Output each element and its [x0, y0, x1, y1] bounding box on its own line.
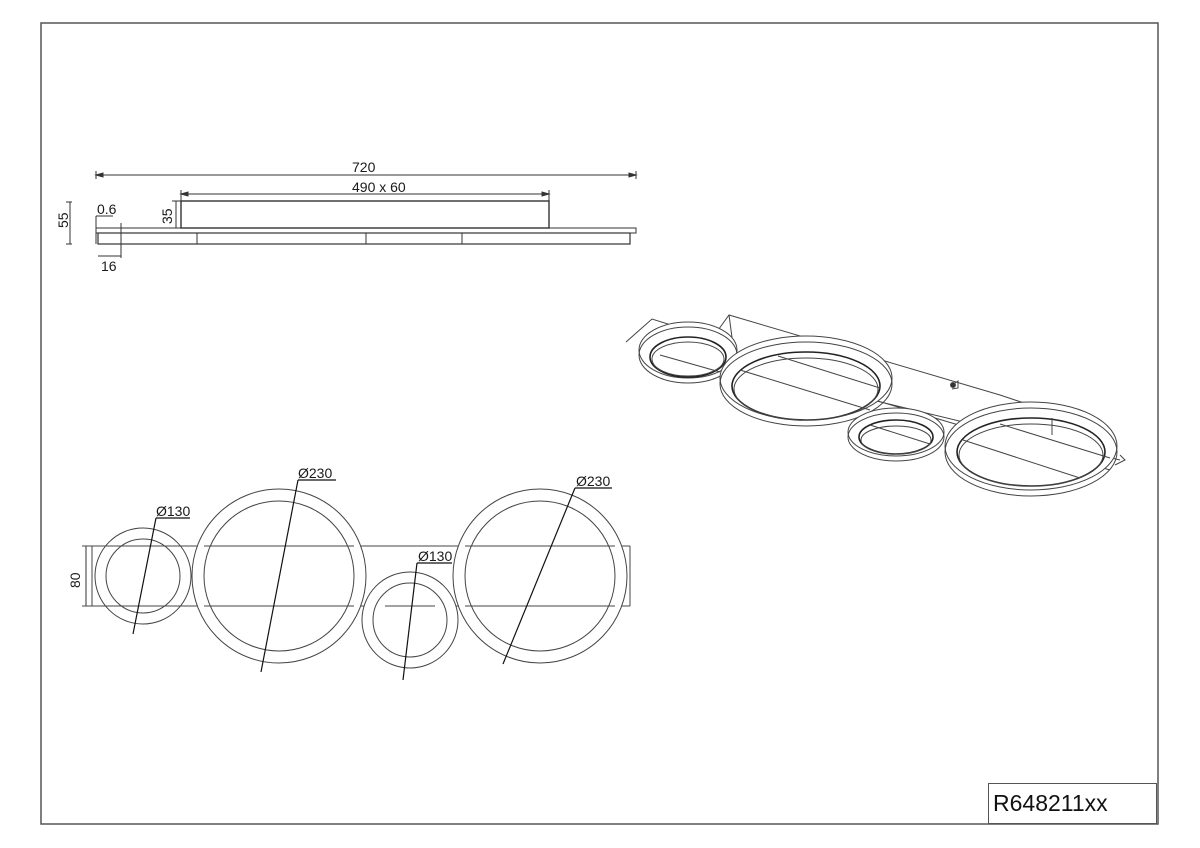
isometric-view — [625, 314, 1126, 497]
dim-canopy-size: 490 x 60 — [352, 179, 406, 195]
dim-ring-2-diameter: Ø230 — [298, 465, 332, 481]
part-number: R648211xx — [993, 790, 1108, 816]
dim-ring-3-diameter: Ø130 — [418, 548, 452, 564]
side-view — [66, 171, 638, 258]
dim-plate-thickness: 0.6 — [97, 201, 117, 217]
drawing-frame — [40, 22, 1159, 825]
dim-canopy-height: 35 — [159, 208, 175, 224]
dim-rail-width: 80 — [67, 572, 83, 588]
dim-ring-depth: 16 — [101, 258, 117, 274]
part-number-box: R648211xx — [988, 783, 1157, 824]
dim-ring-1-diameter: Ø130 — [156, 503, 190, 519]
dim-total-height: 55 — [55, 212, 71, 228]
front-view — [82, 479, 631, 681]
dim-ring-4-diameter: Ø230 — [576, 473, 610, 489]
dim-overall-length: 720 — [352, 159, 376, 175]
